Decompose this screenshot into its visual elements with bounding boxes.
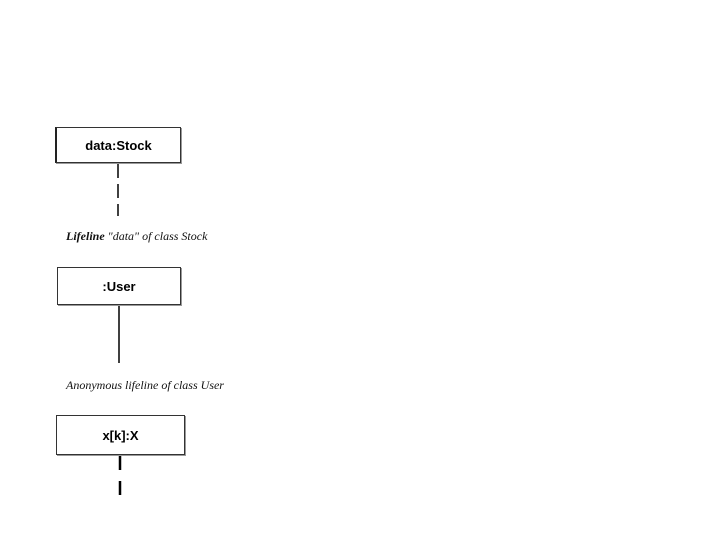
lifeline-label: data:Stock <box>85 137 152 153</box>
caption-text: "data" of class Stock <box>104 229 208 243</box>
lifeline-head-user: :User <box>57 267 181 305</box>
lifeline-head-data-stock: data:Stock <box>55 127 181 163</box>
caption-named-lifeline: Lifeline "data" of class Stock <box>66 229 207 244</box>
lifeline-label: x[k]:X <box>102 427 139 443</box>
caption-anonymous-lifeline: Anonymous lifeline of class User <box>66 378 224 393</box>
caption-text: Anonymous lifeline of class User <box>66 378 224 392</box>
lifeline-label: :User <box>102 278 136 294</box>
lifeline-head-x-k: x[k]:X <box>56 415 185 455</box>
caption-keyword: Lifeline <box>66 229 105 243</box>
